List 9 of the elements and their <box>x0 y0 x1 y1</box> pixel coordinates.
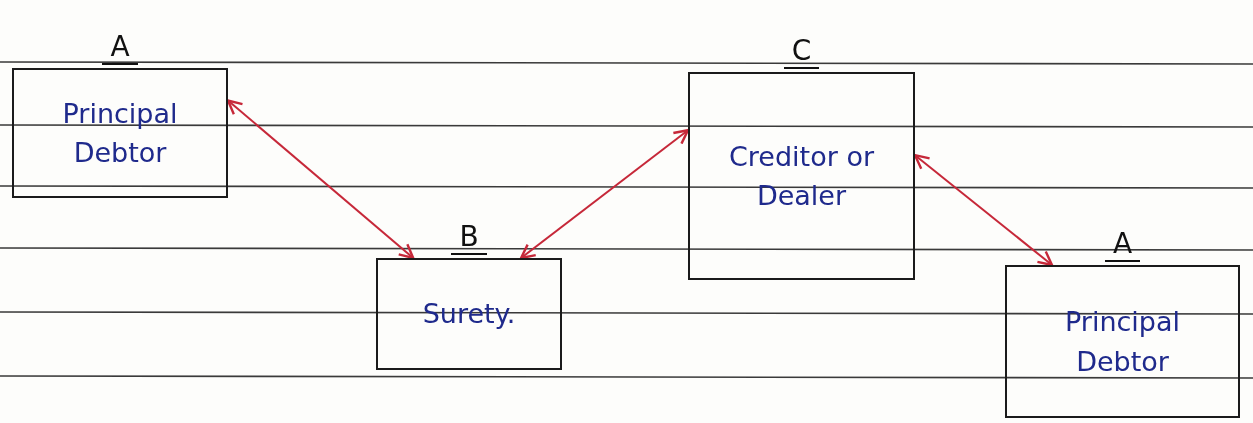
node-label: Principal Debtor <box>1063 305 1182 379</box>
node-label: Creditor or Dealer <box>728 139 875 213</box>
node-heading: B <box>451 220 487 255</box>
double-arrow <box>226 99 415 260</box>
double-arrow <box>519 129 690 260</box>
node-label: Principal Debtor <box>61 96 179 170</box>
node-heading: A <box>102 30 138 65</box>
double-arrow <box>913 154 1054 267</box>
node-heading: C <box>783 34 820 69</box>
